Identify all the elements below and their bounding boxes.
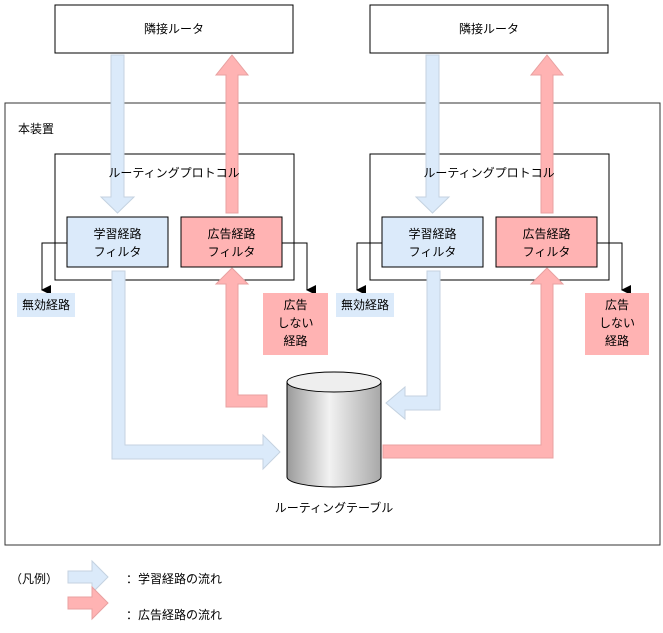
learn-filter-label: 学習経路 [408, 226, 456, 241]
no-advertise-arrow [282, 242, 316, 295]
learn-filter-label: 学習経路 [93, 226, 141, 241]
routing-protocol-label: ルーティングプロトコル [423, 166, 554, 180]
routing-table-label: ルーティングテーブル [275, 500, 394, 515]
learn-flow-arrow [414, 54, 451, 214]
no-advertise-arrow [597, 242, 631, 295]
learn-filter-box [66, 216, 169, 268]
not-advertised-label: 経路 [605, 333, 629, 348]
not-advertised-label: しない [599, 316, 635, 330]
table-to-advertise-arrow [382, 267, 565, 459]
advertise-filter-box [180, 216, 283, 268]
advertise-flow-arrow [529, 54, 565, 214]
legend: （凡例） ：学習経路の流れ ：広告経路の流れ [10, 559, 222, 622]
learn-to-table-arrow [111, 270, 281, 471]
not-advertised-badge [585, 293, 649, 355]
not-advertised-label: 広告 [283, 298, 307, 312]
neighbor-router-right: 隣接ルータ [369, 4, 609, 54]
advertise-flow-arrow [214, 54, 250, 214]
invalid-route-label: 無効経路 [341, 297, 389, 312]
learn-to-table-arrow [385, 270, 441, 421]
learn-filter-label: フィルタ [94, 245, 142, 259]
neighbor-router-label: 隣接ルータ [459, 21, 519, 36]
discard-arrow [41, 242, 67, 295]
legend-learn-arrow [67, 559, 109, 595]
legend-title: （凡例） [10, 572, 58, 586]
neighbor-router-left: 隣接ルータ [54, 4, 294, 54]
advertise-filter-label: フィルタ [523, 245, 571, 259]
table-to-advertise-arrow [214, 267, 268, 408]
neighbor-router-label: 隣接ルータ [144, 21, 204, 36]
legend-advertise-label: ：広告経路の流れ [126, 607, 222, 622]
not-advertised-label: 経路 [283, 333, 307, 348]
advertise-filter-box [495, 216, 598, 268]
legend-learn-label: ：学習経路の流れ [126, 571, 222, 586]
learn-flow-arrow [99, 54, 136, 214]
routing-protocol-label: ルーティングプロトコル [108, 166, 239, 180]
routing-unit-right: ルーティングプロトコル 学習経路 フィルタ 広告経路 フィルタ 無効経路 広告 … [336, 54, 649, 355]
not-advertised-badge [263, 293, 328, 355]
routing-unit-left: ルーティングプロトコル 学習経路 フィルタ 広告経路 フィルタ 無効経路 広告 … [17, 54, 328, 355]
learn-filter-label: フィルタ [409, 245, 457, 259]
not-advertised-label: 広告 [605, 298, 629, 312]
discard-arrow [356, 242, 382, 295]
invalid-route-badge [336, 293, 394, 317]
advertise-filter-label: 広告経路 [522, 226, 570, 241]
advertise-filter-label: フィルタ [208, 245, 256, 259]
learn-filter-box [381, 216, 484, 268]
invalid-route-badge [17, 293, 75, 317]
legend-advertise-arrow [67, 585, 109, 621]
invalid-route-label: 無効経路 [22, 297, 70, 312]
not-advertised-label: しない [277, 316, 313, 330]
routing-table-cylinder [286, 371, 382, 488]
advertise-filter-label: 広告経路 [207, 226, 255, 241]
device-label: 本装置 [18, 122, 54, 136]
